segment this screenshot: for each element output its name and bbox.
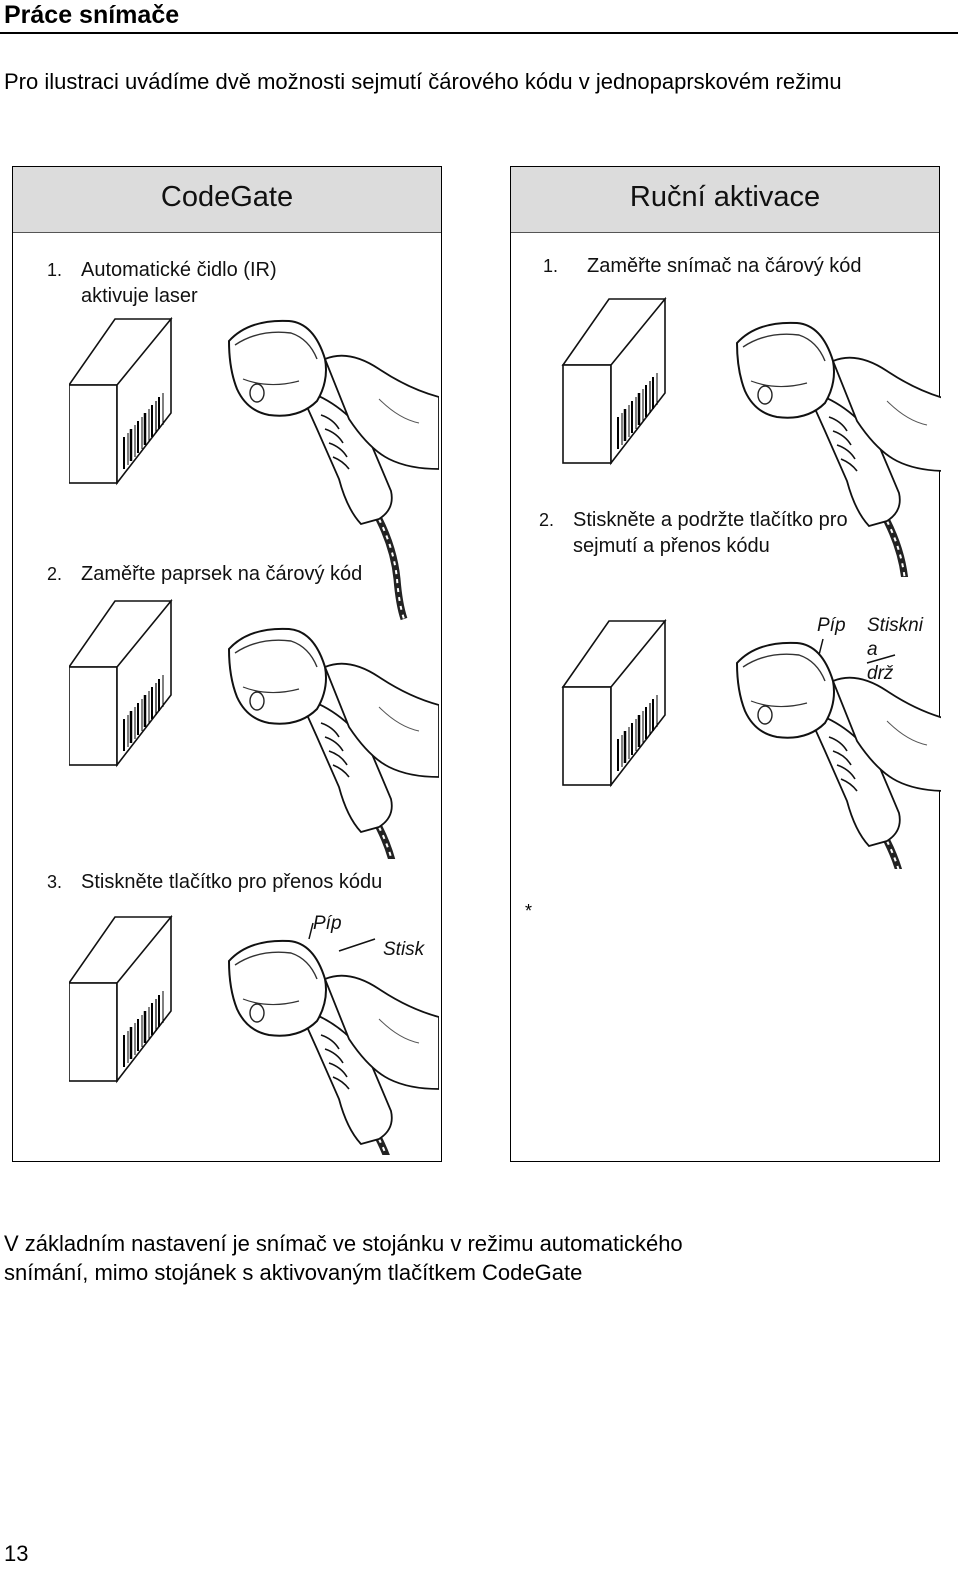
- codegate-step-3: 3. Stiskněte tlačítko pro přenos kódu: [47, 869, 437, 899]
- scanner-hand-icon: [229, 629, 439, 859]
- page-number: 13: [4, 1541, 29, 1566]
- step-text: Zaměřte snímač na čárový kód: [587, 255, 862, 277]
- press-callout: Stisk: [383, 939, 425, 960]
- codegate-step-1: 1. Automatické čidlo (IR) aktivuje laser: [47, 257, 427, 313]
- step-text: Automatické čidlo (IR): [81, 259, 277, 281]
- outro-line-1: V základním nastavení je snímač ve stojá…: [4, 1231, 683, 1256]
- barcode-box-icon: [69, 599, 173, 767]
- codegate-step-3-illustration: [69, 915, 439, 1155]
- press-callout-2: a: [867, 639, 878, 660]
- barcode-box-icon: [561, 619, 667, 787]
- step-text: Stiskněte a podržte tlačítko pro: [573, 509, 848, 531]
- step-text: Zaměřte paprsek na čárový kód: [81, 563, 363, 585]
- manual-activation-panel: Ruční aktivace 1. Zaměřte snímač na čáro…: [510, 166, 940, 1162]
- scanner-hand-icon: [229, 941, 439, 1155]
- codegate-step-2-illustration: [69, 599, 439, 859]
- press-callout-3: drž: [867, 663, 894, 684]
- codegate-panel-header: CodeGate: [13, 167, 441, 233]
- footnote-asterisk: *: [525, 901, 533, 921]
- outro-text: V základním nastavení je snímač ve stojá…: [4, 1229, 944, 1287]
- intro-text: Pro ilustraci uvádíme dvě možnosti sejmu…: [4, 69, 842, 94]
- manual-step-2-illustration: [561, 619, 941, 869]
- barcode-box-icon: [561, 297, 667, 465]
- page-title: Práce snímače: [4, 1, 180, 29]
- codegate-panel: CodeGate 1. Automatické čidlo (IR) aktiv…: [12, 166, 442, 1162]
- press-callout-1: Stiskni: [867, 615, 923, 636]
- step-number: 1.: [47, 260, 63, 280]
- scanner-hand-icon: [737, 643, 941, 869]
- manual-step-1: 1. Zaměřte snímač na čárový kód: [543, 253, 933, 283]
- step-number: 3.: [47, 872, 63, 892]
- barcode-box-icon: [69, 317, 173, 485]
- step-text-line2: sejmutí a přenos kódu: [573, 535, 770, 557]
- outro-line-2: snímání, mimo stojánek s aktivovaným tla…: [4, 1260, 583, 1285]
- beep-callout: Píp: [817, 615, 846, 636]
- step-number: 2.: [539, 510, 555, 530]
- manual-activation-panel-header: Ruční aktivace: [511, 167, 939, 233]
- beep-callout: Píp: [313, 913, 342, 934]
- codegate-step-2: 2. Zaměřte paprsek na čárový kód: [47, 561, 427, 591]
- step-number: 1.: [543, 256, 559, 276]
- barcode-box-icon: [69, 915, 173, 1083]
- step-text-line2: aktivuje laser: [81, 285, 198, 307]
- title-rule: [0, 32, 958, 34]
- step-number: 2.: [47, 564, 63, 584]
- step-text: Stiskněte tlačítko pro přenos kódu: [81, 871, 383, 893]
- manual-step-2: 2. Stiskněte a podržte tlačítko pro sejm…: [539, 507, 934, 563]
